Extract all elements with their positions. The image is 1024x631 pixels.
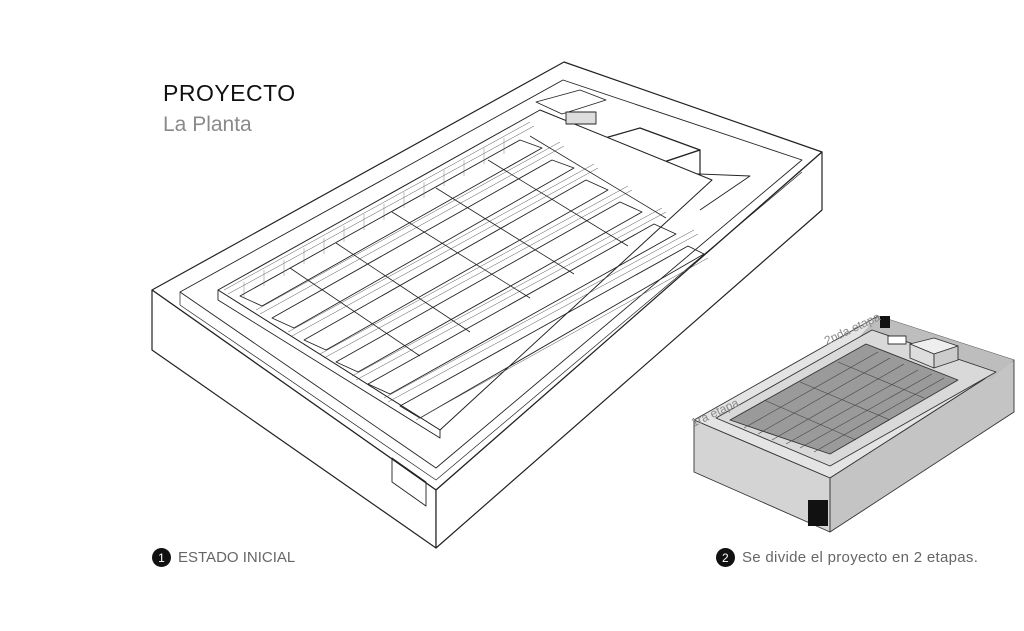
basin-cross-divisions — [289, 135, 667, 357]
basin — [303, 179, 609, 351]
caption-number-1: 1 — [152, 548, 171, 567]
caption-number-2: 2 — [716, 548, 735, 567]
caption-two-stages: 2 Se divide el proyecto en 2 etapas. — [716, 548, 978, 567]
page-subtitle: La Planta — [163, 113, 252, 136]
page-title: PROYECTO — [163, 80, 296, 106]
stage-2-marker — [880, 316, 890, 328]
caption-text-2: Se divide el proyecto en 2 etapas. — [742, 549, 979, 566]
basin — [399, 245, 705, 419]
basin-rows — [239, 139, 705, 419]
outer-wall-inner-edge — [179, 79, 803, 469]
stage-pump-house — [887, 335, 907, 345]
stage-tank-field — [729, 343, 959, 455]
caption-initial-state: 1 ESTADO INICIAL — [152, 548, 295, 567]
pump-house — [535, 89, 607, 125]
basin — [335, 201, 643, 373]
basin — [367, 223, 677, 395]
basin — [271, 159, 575, 329]
stage-1-marker — [808, 500, 828, 526]
side-opening — [391, 457, 427, 507]
stage-shell-front-right — [829, 359, 1015, 533]
basin — [239, 139, 543, 307]
plant-model-stages — [693, 315, 1015, 533]
outer-wall-front-right — [435, 151, 823, 549]
tank-field-side — [217, 289, 441, 439]
stage-building — [909, 337, 959, 369]
stage-basin-lines — [743, 351, 945, 453]
plant-model-initial — [151, 61, 823, 549]
inner-floor-edge — [179, 171, 803, 481]
railings — [223, 121, 709, 421]
railing-posts — [243, 138, 505, 298]
caption-text-1: ESTADO INICIAL — [178, 549, 296, 566]
